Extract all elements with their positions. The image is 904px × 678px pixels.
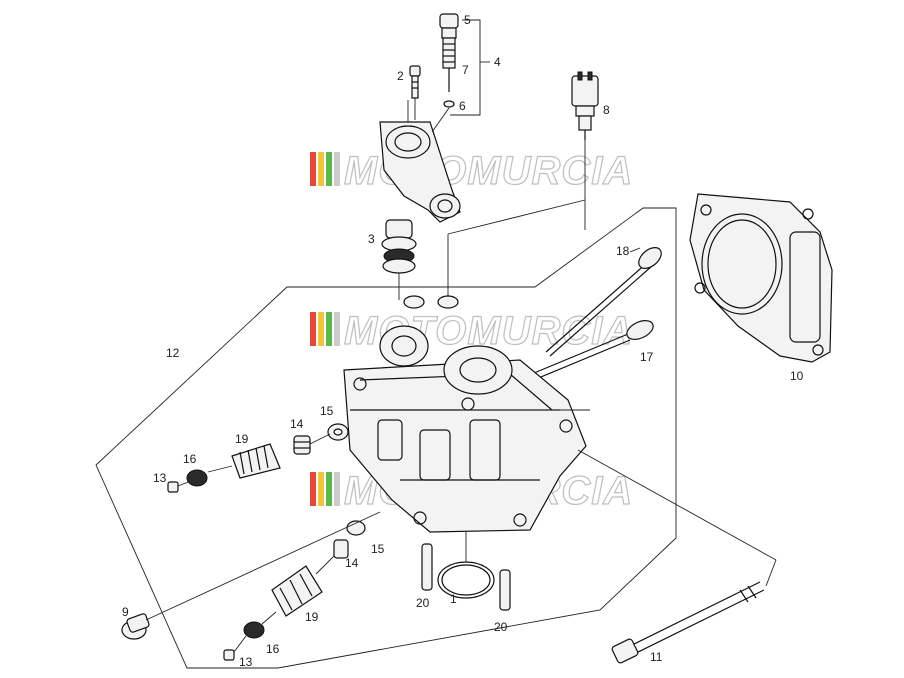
callout-16-lower: 16 [266, 642, 280, 656]
part-thermostat-housing [379, 100, 461, 223]
callout-12: 12 [166, 346, 180, 360]
part-plug-9 [121, 511, 381, 640]
callout-9: 9 [122, 605, 129, 619]
part-o-ring-1 [437, 532, 495, 599]
part-temp-sensor-8 [447, 71, 599, 300]
callout-8: 8 [603, 103, 610, 117]
callout-15-lower: 15 [371, 542, 385, 556]
callout-2: 2 [397, 69, 404, 83]
callout-11: 11 [650, 650, 663, 664]
callout-6: 6 [459, 99, 466, 113]
callout-4: 4 [494, 55, 501, 69]
callout-10: 10 [790, 369, 804, 383]
part-long-bolt-11 [577, 449, 777, 664]
callout-1: 1 [450, 592, 457, 606]
callout-5: 5 [464, 13, 471, 27]
callout-17: 17 [640, 350, 654, 364]
callout-19-upper: 19 [235, 432, 249, 446]
callout-14-upper: 14 [290, 417, 304, 431]
callout-7: 7 [462, 63, 469, 77]
part-bolt-2 [409, 65, 421, 120]
callout-15-upper: 15 [320, 404, 334, 418]
callout-19-lower: 19 [305, 610, 319, 624]
part-upper-spring-set [167, 423, 349, 493]
part-dowel-pins-20 [421, 543, 511, 611]
callout-13-lower: 13 [239, 655, 253, 669]
callout-3: 3 [368, 232, 375, 246]
part-lower-spring-set [223, 520, 366, 661]
callout-20-left: 20 [416, 596, 430, 610]
callout-16-upper: 16 [183, 452, 197, 466]
part-thermostat-3 [381, 219, 417, 300]
callout-labels: 1 2 3 4 5 6 7 8 9 10 11 12 13 13 14 14 1… [122, 13, 804, 669]
part-head-gasket-10 [689, 193, 833, 363]
callout-18: 18 [616, 244, 630, 258]
part-cylinder-head [343, 295, 590, 533]
callout-20-right: 20 [494, 620, 508, 634]
part-valves [521, 247, 662, 385]
callout-13-upper: 13 [153, 471, 167, 485]
assembly-frame [95, 207, 677, 669]
callout-14-lower: 14 [345, 556, 359, 570]
part-sensor-assembly [439, 13, 490, 116]
